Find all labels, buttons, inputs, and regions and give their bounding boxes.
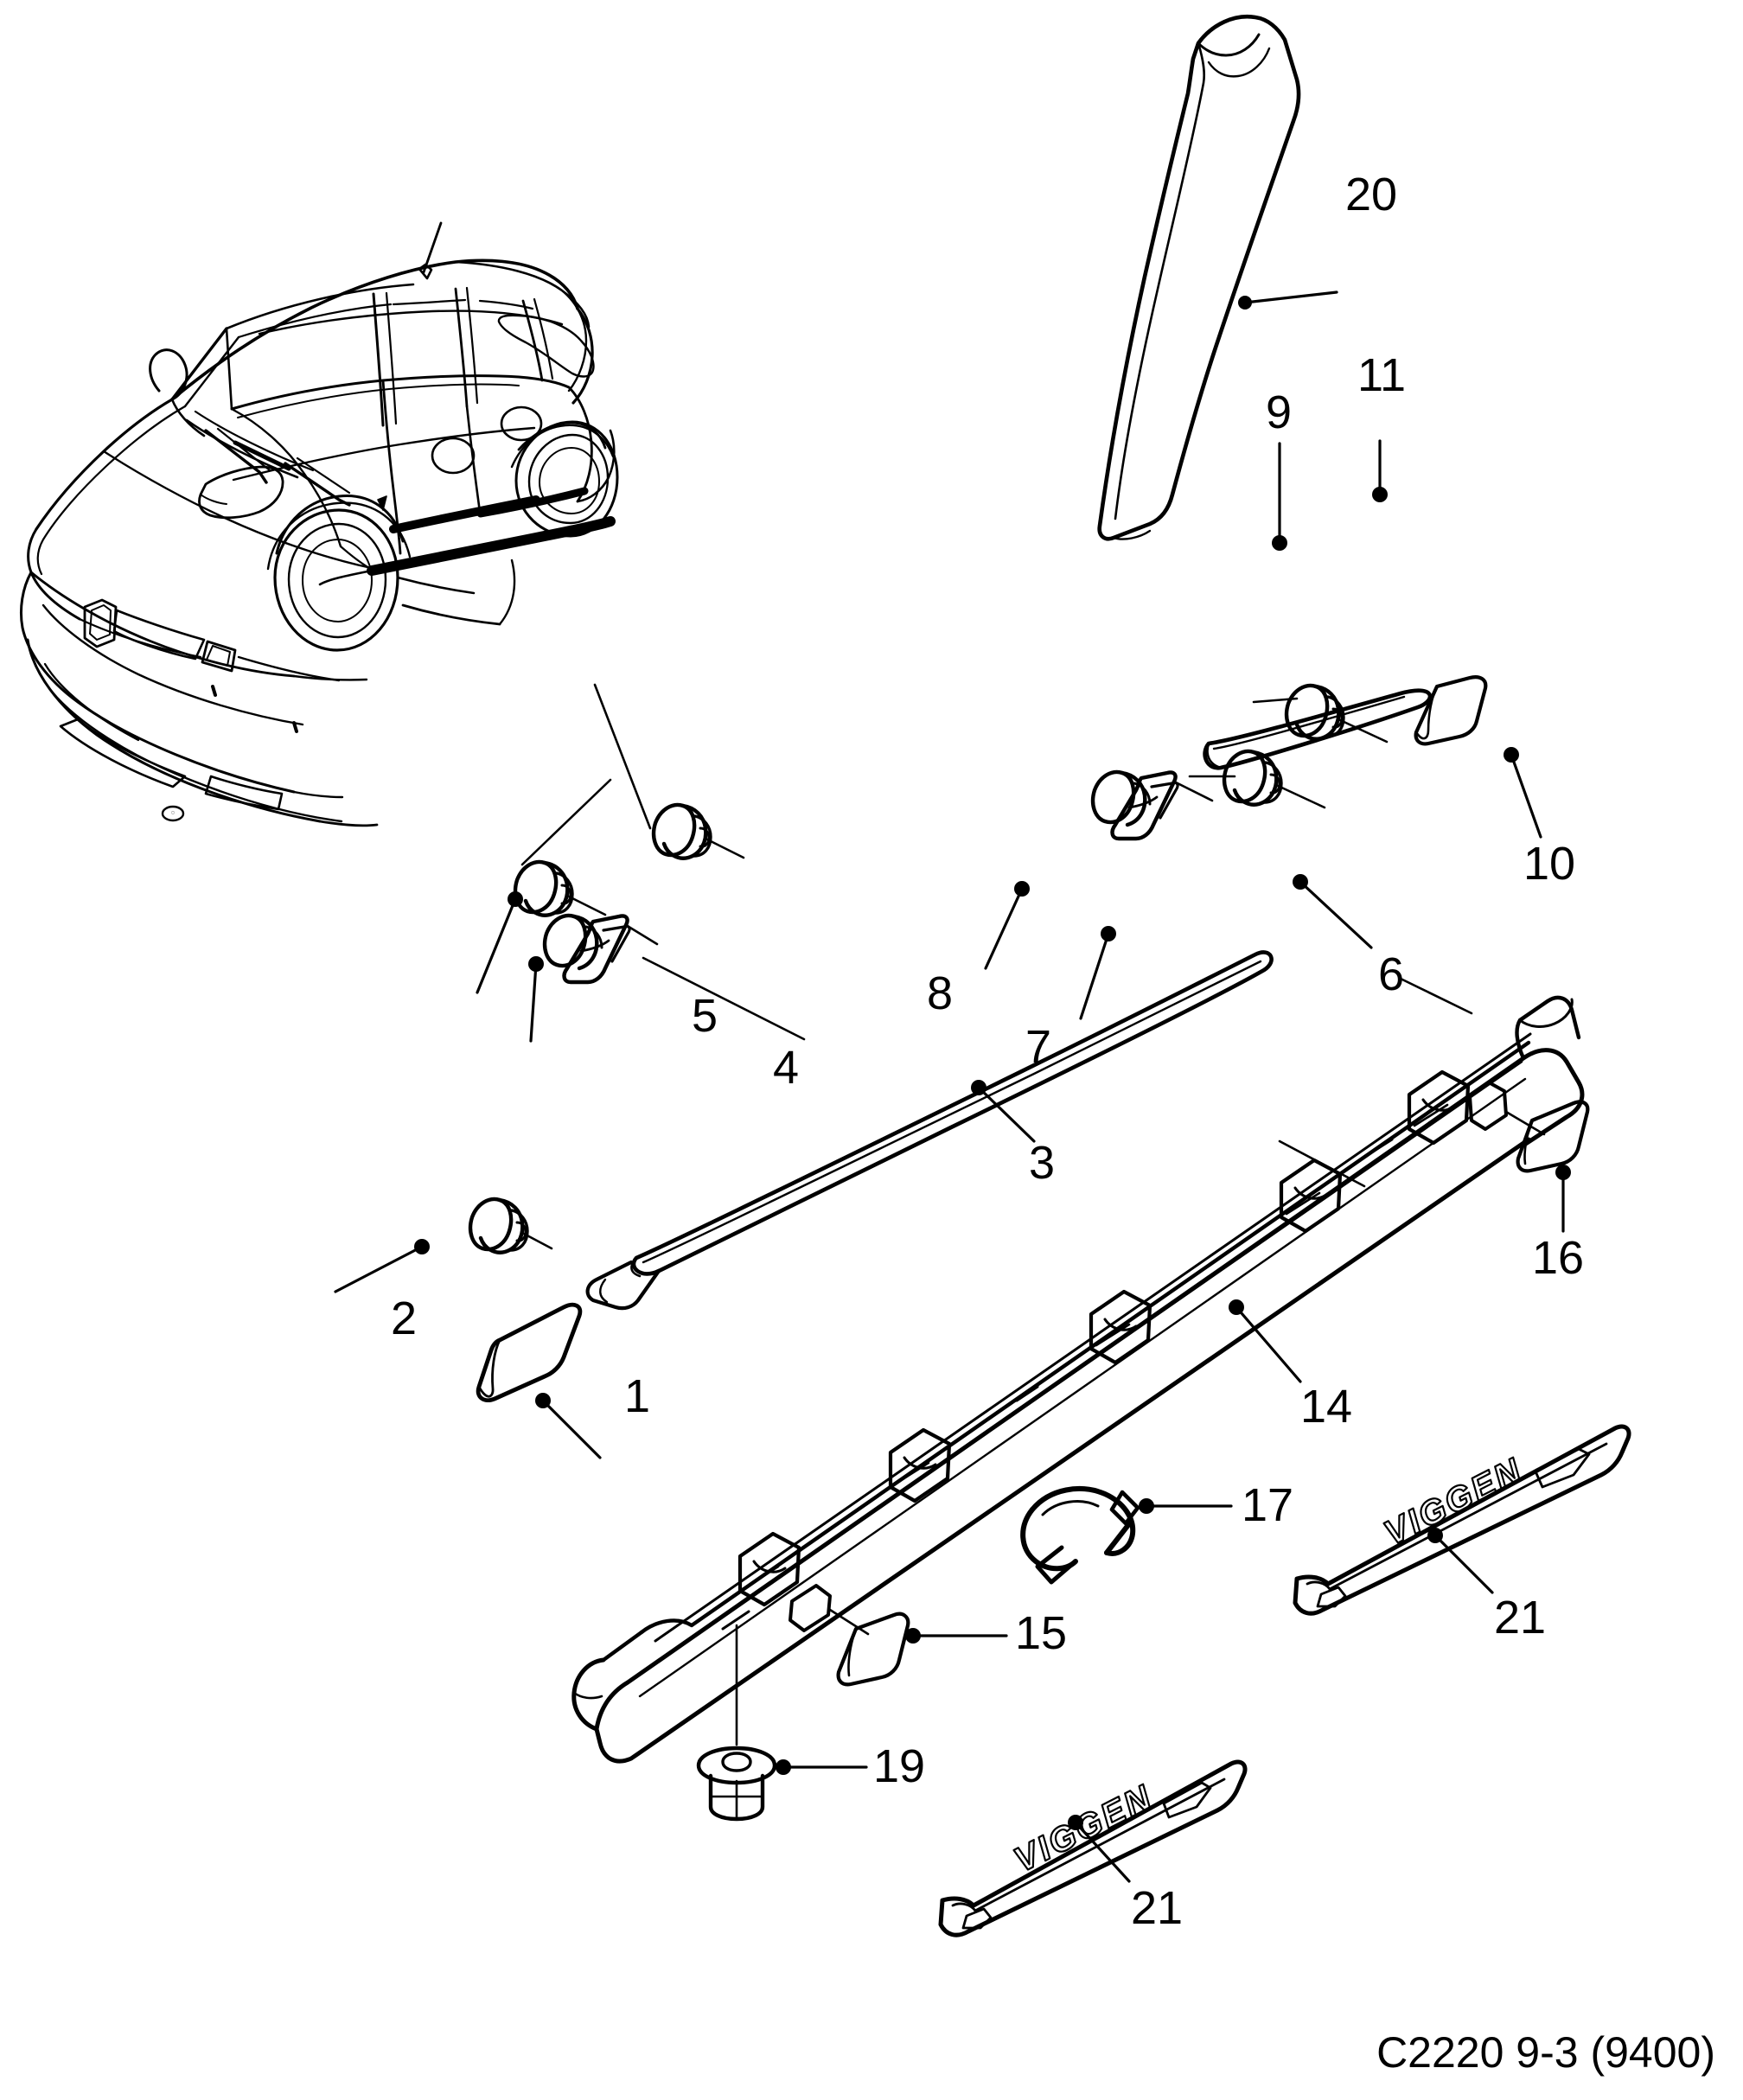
callout-1: 1	[624, 1373, 650, 1420]
part-10-end-cap-rear	[1414, 675, 1488, 746]
callout-9: 9	[1266, 389, 1292, 436]
callout-4: 4	[773, 1044, 799, 1091]
grommet-9	[1222, 749, 1326, 809]
clip-7	[1090, 769, 1214, 841]
part-21-scuff-plate-lower: VIGGEN	[938, 1759, 1248, 1937]
callout-10-label: 10	[1523, 838, 1576, 890]
callout-8-label: 8	[927, 967, 954, 1019]
sill-mounting-tabs	[737, 1069, 1471, 1607]
callout-11: 11	[1357, 352, 1406, 399]
clip-4	[542, 913, 659, 985]
part-1-end-cap-front	[476, 1302, 583, 1403]
grommet-8	[651, 802, 745, 860]
drawing-caption: C2220 9-3 (9400)	[1376, 2028, 1715, 2077]
callout-20: 20	[1345, 171, 1397, 218]
callout-4-label: 4	[773, 1042, 800, 1094]
callout-21-lower: 21	[1131, 1885, 1183, 1931]
callout-1-label: 1	[624, 1370, 651, 1422]
callout-19: 19	[873, 1743, 925, 1790]
callout-14: 14	[1300, 1383, 1352, 1430]
callout-21-lower-label: 21	[1131, 1882, 1184, 1934]
callout-15-label: 15	[1015, 1607, 1068, 1659]
vehicle-illustration	[19, 221, 619, 827]
grommet-2	[468, 1197, 553, 1254]
leader-lines	[334, 290, 1571, 1883]
callout-21-upper: 21	[1494, 1594, 1546, 1641]
callout-21-upper-label: 21	[1494, 1592, 1547, 1644]
part-6-rear-door-moulding	[1203, 688, 1433, 770]
callout-3: 3	[1029, 1139, 1055, 1186]
callout-14-label: 14	[1300, 1381, 1353, 1433]
callout-2: 2	[391, 1295, 417, 1342]
part-14-sill-moulding	[571, 995, 1585, 1764]
part-16-cover-cap	[1516, 1100, 1590, 1173]
callout-17: 17	[1242, 1482, 1293, 1529]
part-20-b-pillar-trim	[1097, 14, 1301, 541]
grommet-11	[1284, 683, 1389, 744]
callout-15: 15	[1015, 1610, 1067, 1656]
callout-3-label: 3	[1029, 1137, 1056, 1189]
callout-7: 7	[1025, 1024, 1051, 1070]
part-3-front-door-moulding	[585, 950, 1274, 1311]
part-19-push-fastener	[696, 1746, 777, 1822]
part-21-scuff-plate-upper: VIGGEN	[1293, 1424, 1631, 1616]
callout-10: 10	[1523, 840, 1575, 887]
callout-6-label: 6	[1378, 948, 1405, 1000]
callout-17-label: 17	[1242, 1479, 1294, 1531]
viggen-badge-text-lower: VIGGEN	[1008, 1778, 1159, 1880]
callout-11-label: 11	[1357, 349, 1407, 401]
callout-5-label: 5	[692, 990, 718, 1042]
callout-7-label: 7	[1025, 1021, 1052, 1073]
callout-6: 6	[1378, 951, 1404, 998]
grommet-5	[513, 859, 607, 917]
callout-5: 5	[692, 993, 718, 1039]
part-15-cover-cap	[836, 1612, 910, 1687]
callout-8: 8	[927, 970, 953, 1017]
part-17-spring-clip	[1020, 1486, 1140, 1585]
viggen-badge-text-upper: VIGGEN	[1378, 1451, 1529, 1553]
callout-16-label: 16	[1532, 1232, 1585, 1284]
callout-9-label: 9	[1266, 386, 1293, 438]
callout-2-label: 2	[391, 1293, 418, 1344]
callout-16: 16	[1532, 1235, 1584, 1281]
callout-20-label: 20	[1345, 169, 1398, 220]
callout-19-label: 19	[873, 1740, 926, 1792]
